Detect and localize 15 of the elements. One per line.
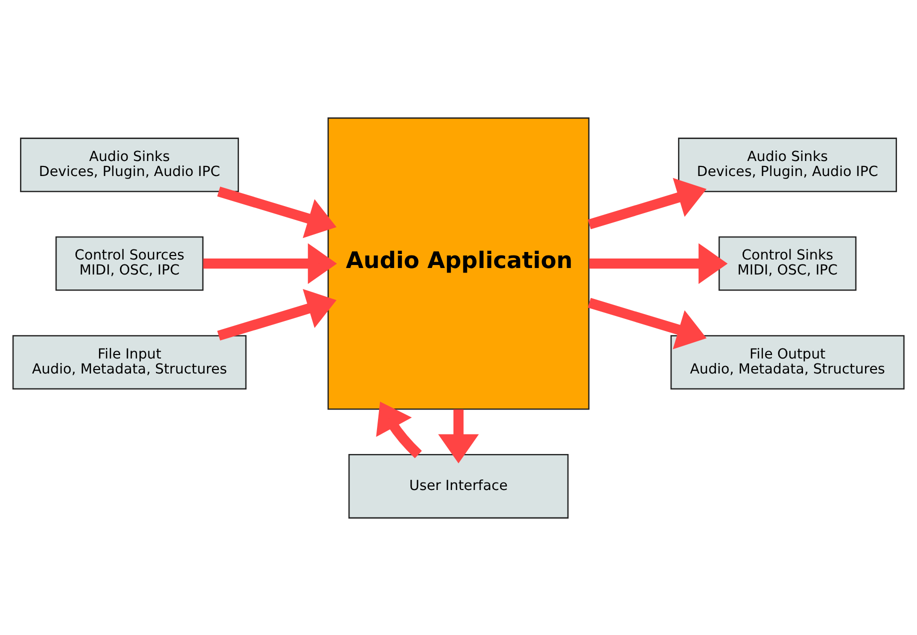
arrow [588,177,707,229]
arrow [203,242,337,284]
arrow [217,288,336,340]
node-box: Audio Sinks Devices, Plugin, Audio IPC [678,137,897,192]
node-box: File Output Audio, Metadata, Structures [670,334,905,389]
arrow [217,186,336,238]
node-box: File Input Audio, Metadata, Structures [12,334,247,389]
node-box: Control Sinks MIDI, OSC, IPC [718,236,856,290]
node-box: User Interface [348,454,569,518]
node-box: Audio Application [328,116,590,410]
arrow [589,242,728,284]
arrow [588,297,707,349]
node-box: Audio Sinks Devices, Plugin, Audio IPC [20,137,239,192]
arrow [438,408,479,463]
node-box: Control Sources MIDI, OSC, IPC [55,236,204,290]
